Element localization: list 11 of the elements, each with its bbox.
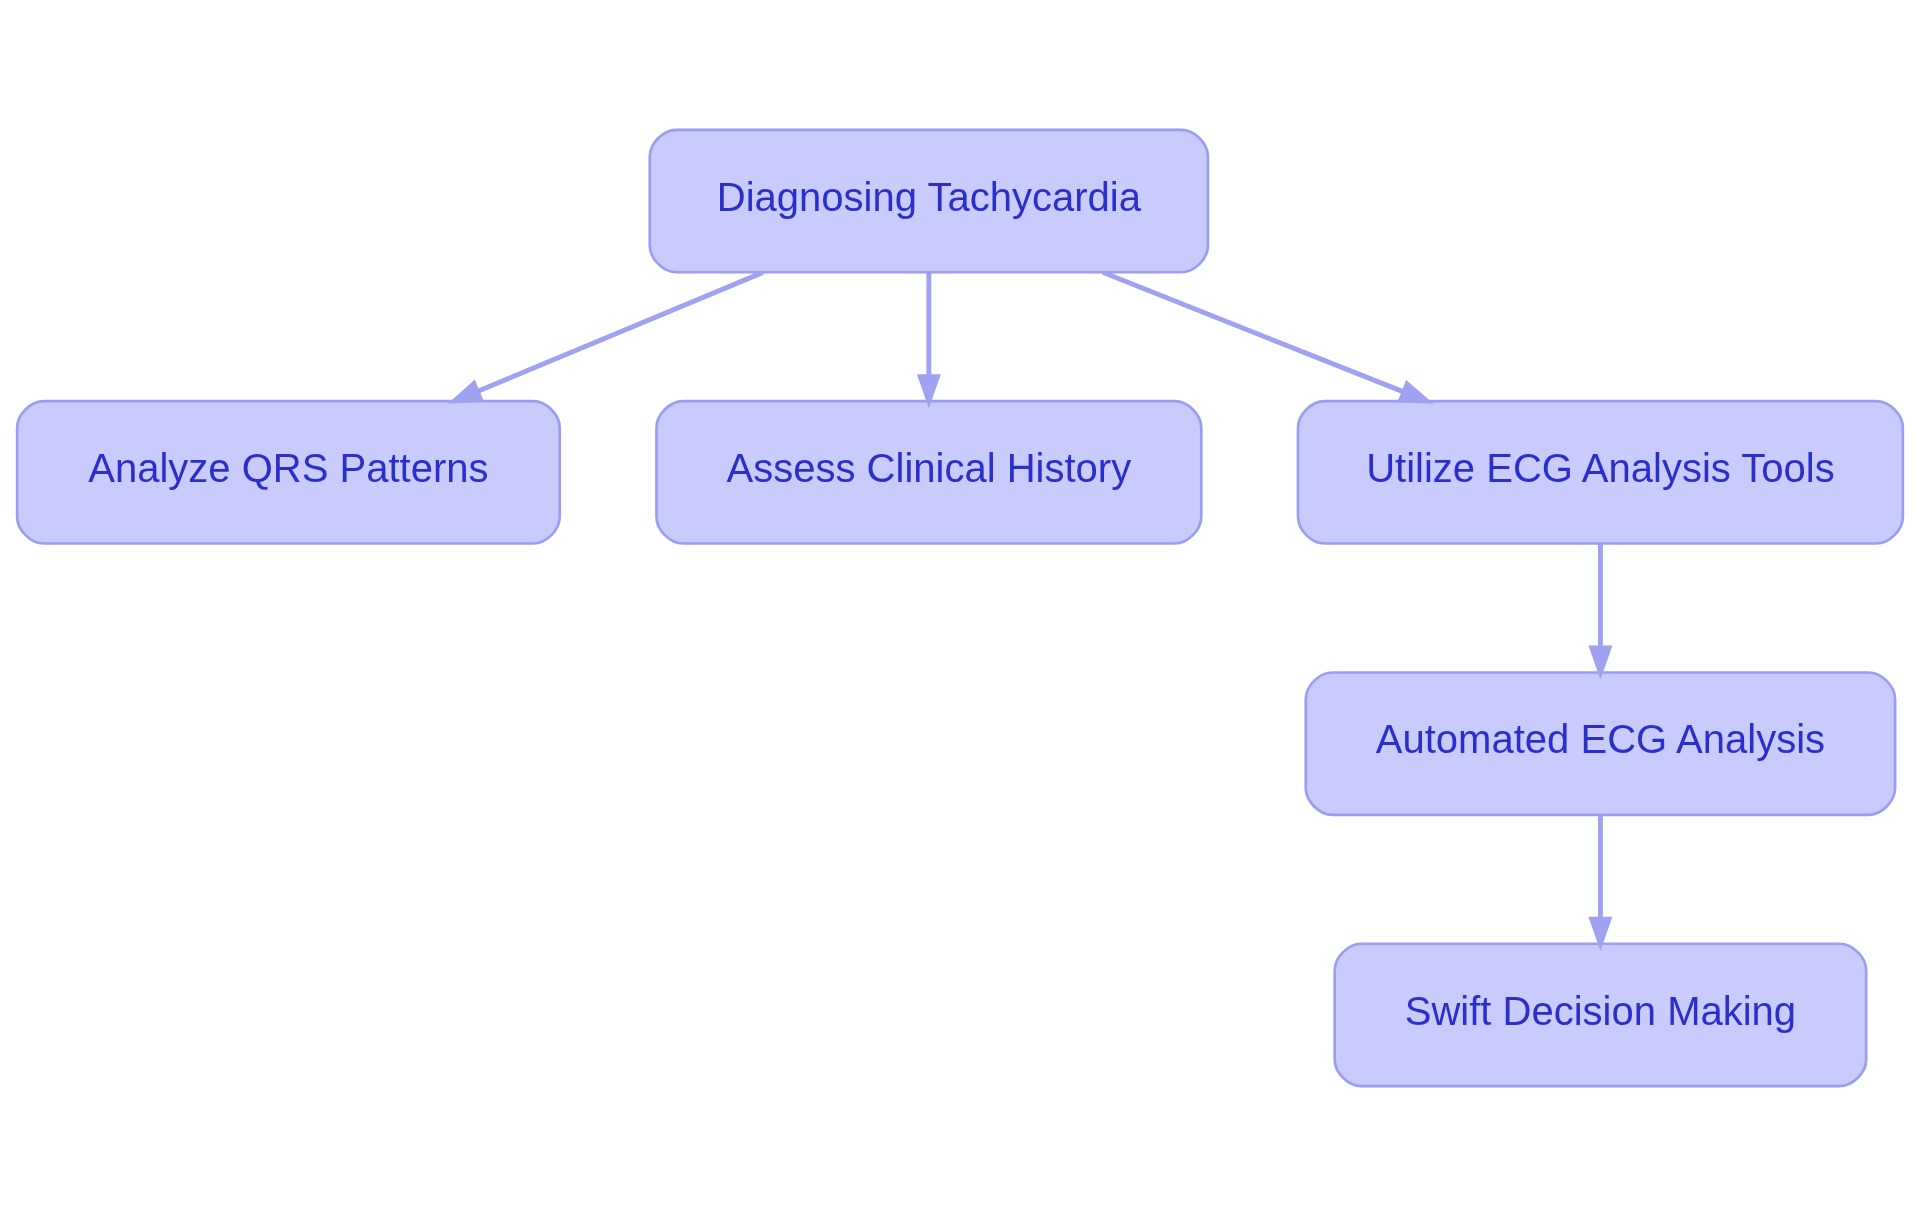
arrow (447, 269, 765, 404)
node-box: Analyze QRS Patterns (15, 399, 562, 545)
node-box: Diagnosing Tachycardia (648, 128, 1210, 274)
arrow (1101, 269, 1434, 404)
arrow (1588, 543, 1613, 680)
node-box: Swift Decision Making (1333, 941, 1868, 1087)
node-box: Utilize ECG Analysis Tools (1296, 399, 1905, 545)
node-box: Assess Clinical History (655, 399, 1203, 545)
arrow (1588, 814, 1613, 951)
arrow (916, 272, 941, 408)
node-box: Automated ECG Analysis (1304, 670, 1897, 816)
